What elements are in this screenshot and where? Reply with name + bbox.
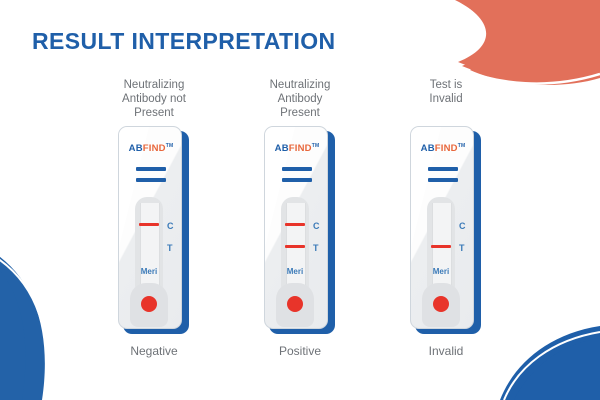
- control-line: [139, 223, 159, 226]
- logo-text-ab: AB: [420, 143, 435, 155]
- panel-caption-positive: Neutralizing Antibody Present: [269, 79, 331, 119]
- well-label: Meri: [286, 267, 304, 276]
- bottom-left-white-line: [0, 259, 48, 400]
- ct-marker-group: C T: [313, 215, 320, 259]
- result-label-negative: Negative: [130, 344, 178, 358]
- top-right-coral-shape: [455, 0, 600, 85]
- bottom-right-white-line: [503, 331, 600, 400]
- trademark-icon: TM: [457, 143, 466, 149]
- top-right-coral-accent: [455, 0, 600, 76]
- brand-logo: ABFINDTM: [411, 143, 473, 155]
- panel-invalid: Test is Invalid ABFINDTM: [382, 78, 510, 378]
- control-marker-label: C: [313, 221, 320, 231]
- device-bar-2: [282, 178, 312, 182]
- panel-positive: Neutralizing Antibody Present ABFINDTM: [236, 78, 364, 378]
- test-strip: [140, 203, 160, 289]
- logo-text-find: FIND: [142, 143, 166, 155]
- device-gloss-icon: [411, 127, 441, 247]
- ct-marker-group: C T: [459, 215, 466, 259]
- brand-logo: ABFINDTM: [265, 143, 327, 155]
- device-bar-1: [136, 167, 166, 171]
- sample-well-icon: [141, 296, 157, 312]
- device-body: ABFINDTM C T Meri: [264, 126, 328, 329]
- well-label: Meri: [432, 267, 450, 276]
- top-right-white-swoosh: [455, 0, 600, 80]
- device-bars: [136, 167, 166, 189]
- trademark-icon: TM: [165, 143, 174, 149]
- logo-text-find: FIND: [288, 143, 312, 155]
- sample-well-zone: Meri: [276, 267, 314, 327]
- device-bars: [428, 167, 458, 189]
- test-line: [285, 245, 305, 248]
- ct-marker-group: C T: [167, 215, 174, 259]
- control-line: [285, 223, 305, 226]
- device-gloss-icon: [119, 127, 149, 247]
- logo-text-ab: AB: [274, 143, 289, 155]
- well-label: Meri: [140, 267, 158, 276]
- result-label-invalid: Invalid: [428, 344, 464, 358]
- device-bar-1: [428, 167, 458, 171]
- sample-well-zone: Meri: [130, 267, 168, 327]
- panel-caption-negative: Neutralizing Antibody not Present: [122, 79, 186, 119]
- device-bar-2: [136, 178, 166, 182]
- device-bar-1: [282, 167, 312, 171]
- bottom-right-blue-outer: [500, 326, 600, 400]
- result-window: [427, 197, 455, 289]
- test-marker-label: T: [313, 243, 319, 253]
- device-body: ABFINDTM C T Meri: [410, 126, 474, 329]
- sample-well-icon: [287, 296, 303, 312]
- logo-text-find: FIND: [434, 143, 458, 155]
- test-device-negative: ABFINDTM C T Meri: [118, 126, 190, 334]
- logo-text-ab: AB: [128, 143, 143, 155]
- result-label-positive: Positive: [278, 344, 322, 358]
- trademark-icon: TM: [311, 143, 320, 149]
- panel-negative: Neutralizing Antibody not Present ABFIND…: [90, 78, 218, 378]
- result-window: [135, 197, 163, 289]
- bottom-right-blue-shape: [506, 336, 600, 400]
- interpretation-panels: Neutralizing Antibody not Present ABFIND…: [90, 78, 510, 378]
- device-bars: [282, 167, 312, 189]
- brand-logo: ABFINDTM: [119, 143, 181, 155]
- test-marker-label: T: [459, 243, 465, 253]
- control-marker-label: C: [167, 221, 174, 231]
- result-window: [281, 197, 309, 289]
- device-body: ABFINDTM C T Meri: [118, 126, 182, 329]
- test-device-invalid: ABFINDTM C T Meri: [410, 126, 482, 334]
- panel-caption-invalid: Test is Invalid: [429, 79, 463, 105]
- sample-well-zone: Meri: [422, 267, 460, 327]
- device-bar-2: [428, 178, 458, 182]
- test-line: [431, 245, 451, 248]
- test-marker-label: T: [167, 243, 173, 253]
- test-device-positive: ABFINDTM C T Meri: [264, 126, 336, 334]
- bottom-left-blue-shape: [0, 268, 38, 400]
- sample-well-icon: [433, 296, 449, 312]
- bottom-left-blue-outer: [0, 256, 45, 400]
- device-gloss-icon: [265, 127, 295, 247]
- control-marker-label: C: [459, 221, 466, 231]
- page-title: RESULT INTERPRETATION: [32, 28, 336, 54]
